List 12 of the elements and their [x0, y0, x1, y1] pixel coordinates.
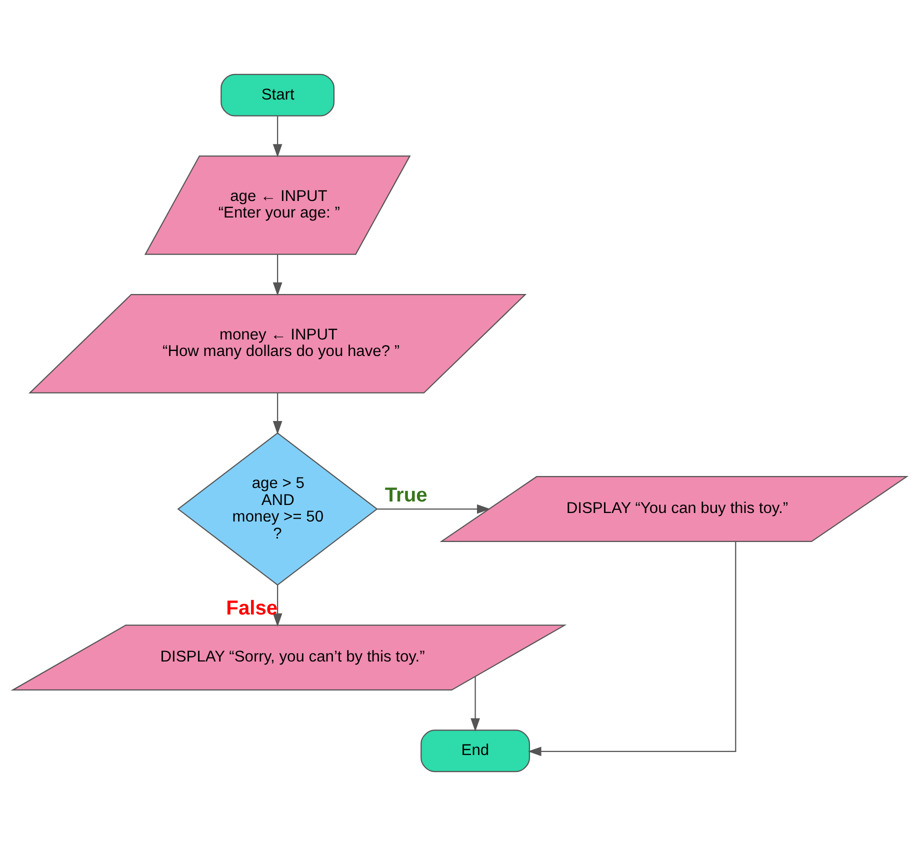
arrow — [272, 254, 282, 296]
node-box: End — [420, 730, 530, 772]
arrow — [528, 542, 736, 756]
arrow — [272, 116, 282, 158]
arrow — [470, 676, 480, 732]
arrow — [272, 585, 282, 627]
node-box: Start — [220, 74, 335, 116]
edge-label: False — [226, 597, 278, 620]
arrow — [272, 392, 282, 434]
edge-label: True — [384, 484, 428, 507]
arrow — [377, 504, 490, 514]
node-diamond: age > 5 AND money >= 50 ? — [177, 432, 378, 586]
